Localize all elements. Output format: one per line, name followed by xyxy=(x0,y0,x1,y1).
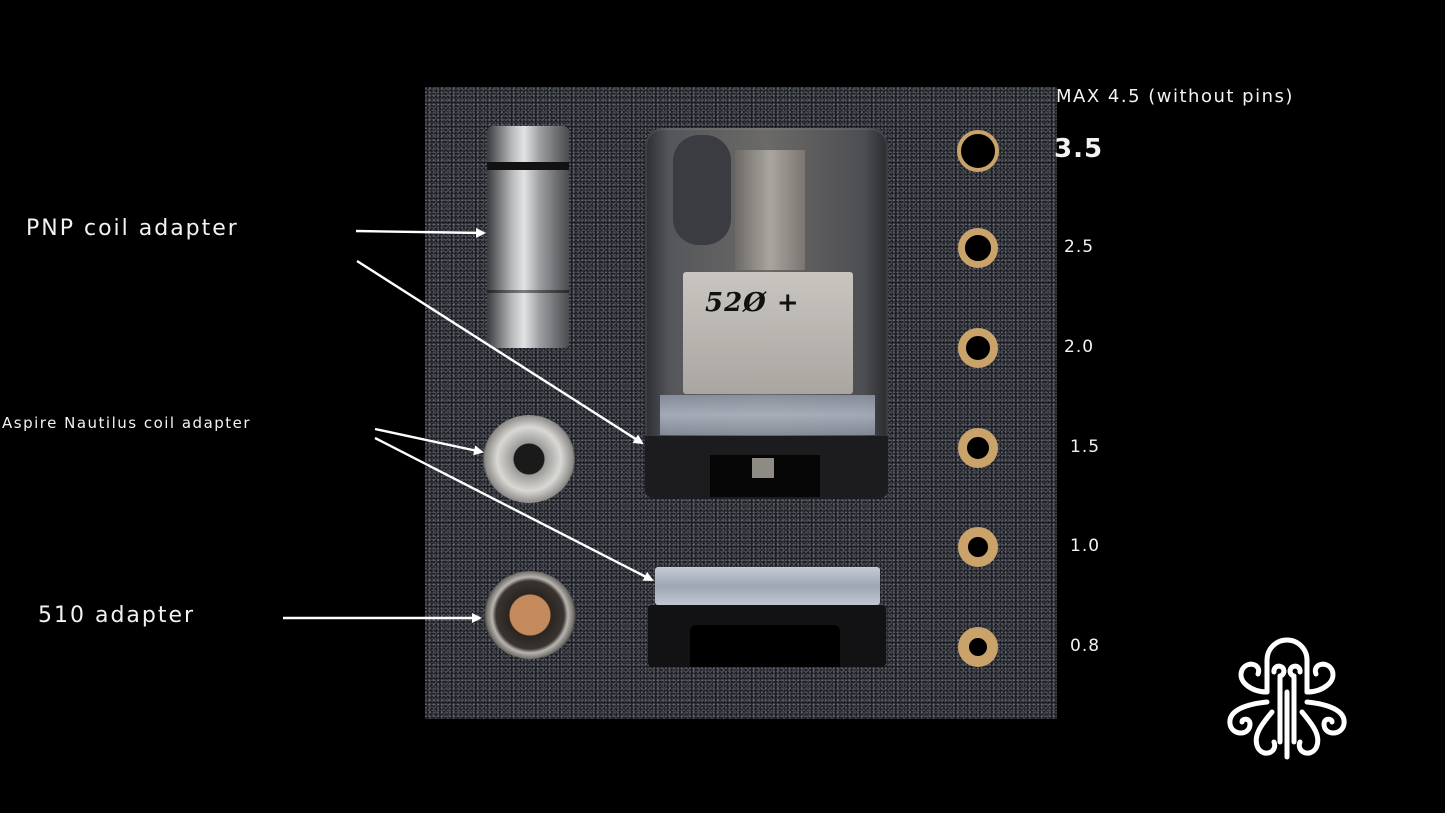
bottom-shadow xyxy=(425,719,1057,813)
airflow-size-label: 3.5 xyxy=(1054,134,1104,164)
airflow-size-label: 1.5 xyxy=(1070,437,1101,457)
pod-frosted-band xyxy=(660,395,875,435)
airflow-pin-hole xyxy=(958,527,998,567)
pod-chimney xyxy=(735,150,805,270)
airflow-pin-hole xyxy=(958,328,998,368)
airflow-pin-hole xyxy=(958,428,998,468)
510-adapter xyxy=(484,571,576,659)
airflow-size-label: 2.5 xyxy=(1064,237,1095,257)
510-adapter-label: 510 adapter xyxy=(38,603,196,628)
airflow-size-label: 2.0 xyxy=(1064,337,1095,357)
pnp-coil-adapter xyxy=(487,126,569,348)
airflow-size-label: 0.8 xyxy=(1070,636,1101,656)
drip-tip-frost xyxy=(655,567,880,605)
airflow-pin-hole xyxy=(957,130,999,172)
pnp-groove xyxy=(487,290,569,293)
airflow-size-label: 1.0 xyxy=(1070,536,1101,556)
pod-pin xyxy=(752,458,774,478)
max-size-label: MAX 4.5 (without pins) xyxy=(1056,86,1294,107)
octopus-icon xyxy=(1227,637,1347,760)
pod-fill-cap xyxy=(673,135,731,245)
airflow-pin-hole xyxy=(958,627,998,667)
aspire-nautilus-adapter xyxy=(483,415,575,503)
airflow-pin-hole xyxy=(958,228,998,268)
pnp-coil-adapter-label: PNP coil adapter xyxy=(26,216,239,241)
aspire-nautilus-label: Aspire Nautilus coil adapter xyxy=(2,414,252,432)
drip-tip-slot xyxy=(690,625,840,667)
pod-coil-block xyxy=(683,272,853,394)
pod-marking: 52Ø + xyxy=(705,288,800,318)
pnp-oring xyxy=(487,162,569,170)
